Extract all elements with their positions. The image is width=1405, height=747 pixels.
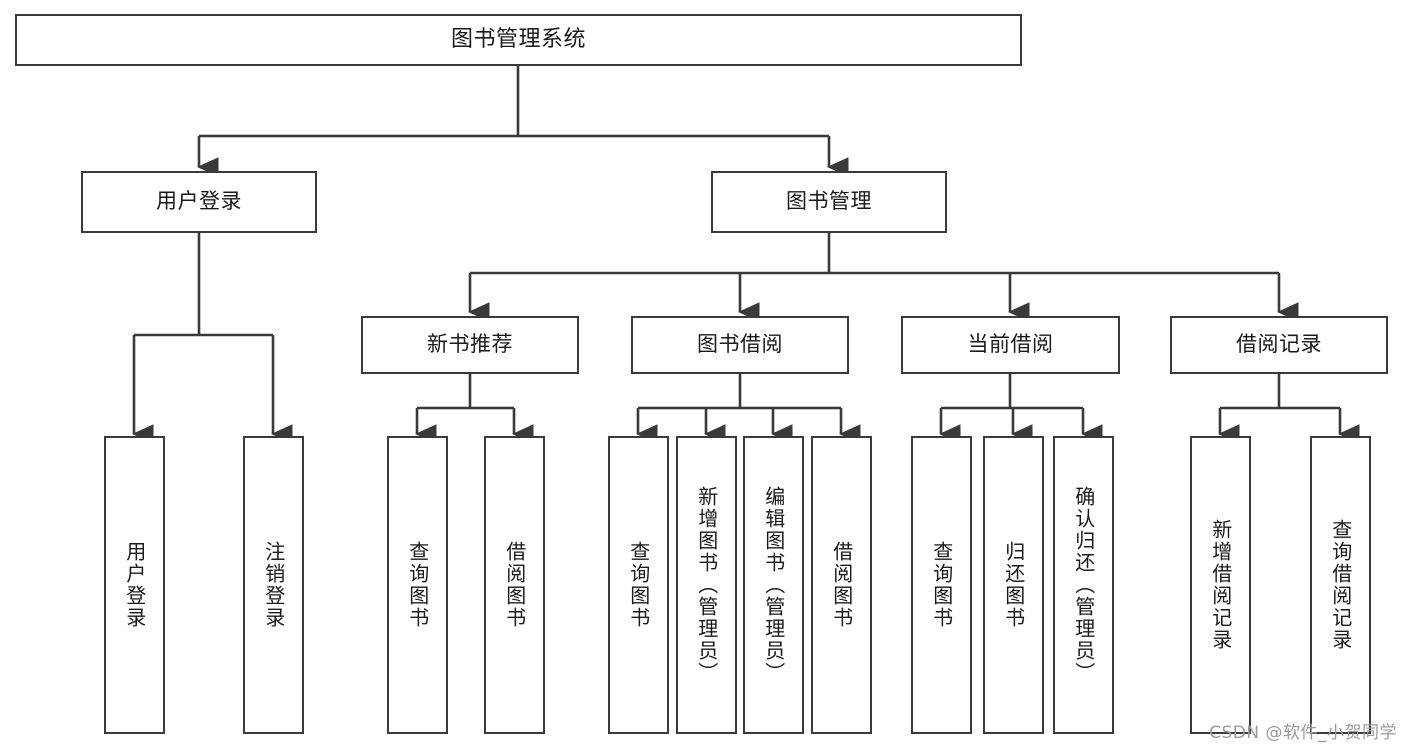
node-root-label: 图书管理系统 <box>450 26 586 52</box>
node-root[interactable]: 图书管理系统 <box>15 14 1022 66</box>
node-level3-0[interactable]: 新书推荐 <box>361 316 579 374</box>
node-level2-0-label: 用户登录 <box>156 189 242 214</box>
node-leaf-9-label: 归还图书 <box>1001 541 1026 629</box>
node-leaf-4-label: 查询图书 <box>626 541 651 629</box>
node-leaf-12[interactable]: 查询借阅记录 <box>1310 436 1371 734</box>
node-leaf-8-label: 查询图书 <box>929 541 954 629</box>
node-leaf-3[interactable]: 借阅图书 <box>484 436 545 734</box>
node-leaf-10-label: 确认归还（管理员） <box>1071 486 1096 684</box>
node-level3-3-label: 借阅记录 <box>1236 332 1322 357</box>
node-leaf-6[interactable]: 编辑图书（管理员） <box>743 436 804 734</box>
node-leaf-0[interactable]: 用户登录 <box>104 436 165 734</box>
node-leaf-5-label: 新增图书（管理员） <box>694 486 719 684</box>
node-leaf-1-label: 注销登录 <box>261 541 286 629</box>
node-leaf-5[interactable]: 新增图书（管理员） <box>676 436 737 734</box>
node-level3-1[interactable]: 图书借阅 <box>631 316 849 374</box>
node-leaf-0-label: 用户登录 <box>122 541 147 629</box>
node-level3-2-label: 当前借阅 <box>967 332 1054 357</box>
node-level3-0-label: 新书推荐 <box>427 332 513 357</box>
node-leaf-8[interactable]: 查询图书 <box>911 436 972 734</box>
node-leaf-12-label: 查询借阅记录 <box>1328 519 1353 651</box>
node-level3-1-label: 图书借阅 <box>697 332 783 357</box>
node-leaf-11-label: 新增借阅记录 <box>1208 519 1233 651</box>
node-level3-2[interactable]: 当前借阅 <box>901 316 1120 374</box>
node-leaf-10[interactable]: 确认归还（管理员） <box>1053 436 1114 734</box>
node-leaf-7[interactable]: 借阅图书 <box>811 436 872 734</box>
node-leaf-9[interactable]: 归还图书 <box>983 436 1044 734</box>
watermark: CSDN @软件_小贺同学 <box>1209 723 1397 743</box>
node-level2-0[interactable]: 用户登录 <box>81 171 317 233</box>
node-leaf-11[interactable]: 新增借阅记录 <box>1190 436 1251 734</box>
node-level2-1-label: 图书管理 <box>786 189 872 214</box>
node-leaf-6-label: 编辑图书（管理员） <box>761 486 786 684</box>
node-leaf-4[interactable]: 查询图书 <box>608 436 669 734</box>
node-leaf-3-label: 借阅图书 <box>502 541 527 629</box>
node-leaf-2-label: 查询图书 <box>405 541 430 629</box>
node-level3-3[interactable]: 借阅记录 <box>1170 316 1388 374</box>
node-leaf-2[interactable]: 查询图书 <box>387 436 448 734</box>
node-leaf-1[interactable]: 注销登录 <box>243 436 304 734</box>
node-leaf-7-label: 借阅图书 <box>829 541 854 629</box>
node-level2-1[interactable]: 图书管理 <box>711 171 947 233</box>
